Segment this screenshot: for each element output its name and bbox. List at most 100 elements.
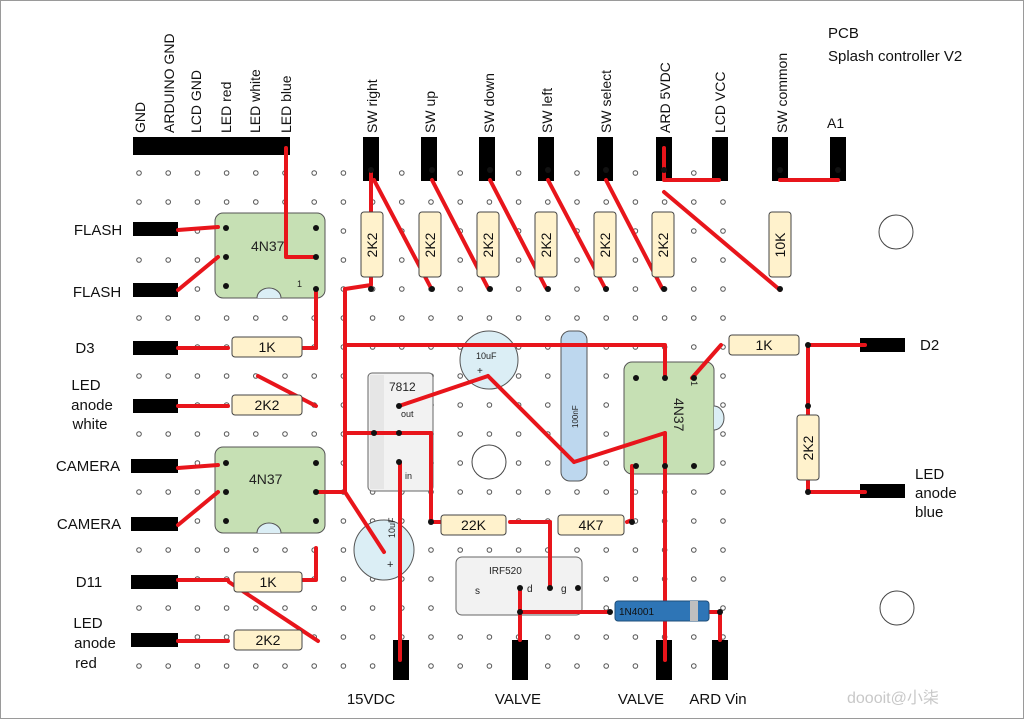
label-camera-1: CAMERA: [56, 458, 120, 475]
resistor-22k: 22K: [440, 514, 507, 536]
resistor-led-blue: 2K2: [796, 414, 820, 481]
label-sw-select: SW select: [598, 70, 614, 133]
resistor-d11-label: 1K: [259, 574, 277, 590]
resistor-4k7-label: 4K7: [579, 517, 604, 533]
top-header-labels: GND ARDUINO GND LCD GND LED red LED whit…: [132, 33, 844, 133]
diode-label: 1N4001: [619, 607, 654, 618]
label-led-white-2: anode: [71, 397, 113, 414]
capacitor-100nf-label: 100nF: [571, 405, 580, 428]
resistor-sw-down-label: 2K2: [480, 232, 496, 257]
resistor-ard-5vdc: 2K2: [651, 211, 675, 278]
capacitor-10uf-bottom-label: 10uF: [387, 517, 397, 538]
label-gnd: GND: [132, 102, 148, 133]
resistor-d2-label: 1K: [755, 337, 773, 353]
label-flash-2: FLASH: [73, 284, 121, 301]
label-led-red: LED red: [218, 82, 234, 133]
label-sw-right: SW right: [364, 79, 380, 133]
label-led-red-3: red: [75, 655, 97, 672]
resistor-ard-5vdc-label: 2K2: [655, 232, 671, 257]
label-led-red-2: anode: [74, 635, 116, 652]
label-a1: A1: [827, 115, 844, 131]
regulator-in-label: in: [405, 471, 412, 481]
regulator-label: 7812: [389, 380, 416, 394]
resistors: 2K2 2K2 2K2 2K2 2K2 2K2 10K 2K2 1K 2K2 1K 2K2 1K 22K 4…: [231, 211, 820, 651]
label-valve-2: VALVE: [618, 691, 664, 708]
label-led-white: LED white: [247, 69, 263, 133]
title-line1: PCB: [828, 25, 859, 42]
label-lcd-vcc: LCD VCC: [712, 72, 728, 133]
resistor-sw-common-label: 10K: [772, 232, 788, 258]
resistor-d3: 1K: [231, 336, 303, 358]
resistor-4k7: 4K7: [557, 514, 625, 536]
mosfet-s-label: s: [475, 586, 480, 597]
title-block: PCB Splash controller V2: [828, 25, 962, 65]
resistor-sw-right-label: 2K2: [364, 232, 380, 257]
optocoupler-2: 4N37: [214, 446, 326, 534]
optocoupler-3-pin1: 1: [689, 381, 699, 386]
resistor-led-red-label: 2K2: [256, 632, 281, 648]
right-labels: D2 LED anode blue: [915, 337, 957, 521]
label-camera-2: CAMERA: [57, 516, 121, 533]
label-valve-1: VALVE: [495, 691, 541, 708]
optocoupler-1: 4N37 1: [214, 212, 326, 299]
label-led-red-1: LED: [73, 615, 102, 632]
title-line2: Splash controller V2: [828, 48, 962, 65]
optocoupler-3: 4N37 1: [623, 361, 725, 475]
resistor-sw-right: 2K2: [360, 211, 384, 278]
resistor-led-white: 2K2: [231, 394, 303, 416]
mosfet-label: IRF520: [489, 566, 522, 577]
resistor-sw-select: 2K2: [593, 211, 617, 278]
capacitor-10uf-top-label: 10uF: [476, 351, 497, 361]
capacitor-10uf-bottom-plus: +: [387, 559, 393, 571]
label-led-blue: LED blue: [278, 75, 294, 133]
label-lcd-gnd: LCD GND: [188, 70, 204, 133]
bottom-labels: 15VDC VALVE VALVE ARD Vin: [347, 691, 747, 708]
resistor-d2: 1K: [728, 334, 800, 356]
stripboard-holes: [136, 170, 726, 669]
capacitor-100nf: 100nF: [560, 330, 588, 482]
label-d3: D3: [75, 340, 94, 357]
label-15vdc: 15VDC: [347, 691, 396, 708]
label-led-white-1: LED: [71, 377, 100, 394]
optocoupler-1-label: 4N37: [251, 238, 285, 254]
label-sw-common: SW common: [774, 53, 790, 133]
mosfet-g-label: g: [561, 584, 567, 595]
label-d11: D11: [76, 574, 102, 591]
regulator-out-label: out: [401, 409, 414, 419]
resistor-d3-label: 1K: [258, 339, 276, 355]
label-flash-1: FLASH: [74, 222, 122, 239]
optocoupler-1-pin1: 1: [297, 279, 302, 289]
label-led-blue-2: anode: [915, 485, 957, 502]
resistor-sw-up-label: 2K2: [422, 232, 438, 257]
resistor-sw-left-label: 2K2: [538, 232, 554, 257]
label-sw-left: SW left: [539, 88, 555, 133]
label-sw-up: SW up: [422, 91, 438, 133]
resistor-sw-down: 2K2: [476, 211, 500, 278]
resistor-led-blue-label: 2K2: [800, 435, 816, 460]
label-ard-vin: ARD Vin: [689, 691, 746, 708]
label-led-blue-1: LED: [915, 466, 944, 483]
watermark: doooit@小柒: [847, 689, 939, 707]
mounting-holes: [471, 214, 915, 626]
left-labels: FLASH FLASH D3 LED anode white CAMERA CA…: [56, 222, 122, 672]
label-arduino-gnd: ARDUINO GND: [161, 33, 177, 133]
resistor-led-red: 2K2: [233, 629, 303, 651]
label-led-white-3: white: [71, 416, 107, 433]
resistor-led-white-label: 2K2: [255, 397, 280, 413]
resistor-sw-select-label: 2K2: [597, 232, 613, 257]
diode-1n4001: 1N4001: [614, 600, 710, 622]
optocoupler-2-label: 4N37: [249, 471, 283, 487]
resistor-22k-label: 22K: [461, 517, 487, 533]
label-d2: D2: [920, 337, 939, 354]
label-led-blue-3: blue: [915, 504, 943, 521]
resistor-d11: 1K: [233, 571, 303, 593]
resistor-sw-left: 2K2: [534, 211, 558, 278]
capacitor-10uf-top: 10uF +: [459, 330, 519, 390]
label-sw-down: SW down: [481, 73, 497, 133]
resistor-sw-up: 2K2: [418, 211, 442, 278]
component-pins: [223, 167, 841, 615]
optocoupler-3-label: 4N37: [671, 398, 687, 432]
capacitor-10uf-top-plus: +: [477, 366, 483, 377]
label-ard-5vdc: ARD 5VDC: [657, 62, 673, 133]
